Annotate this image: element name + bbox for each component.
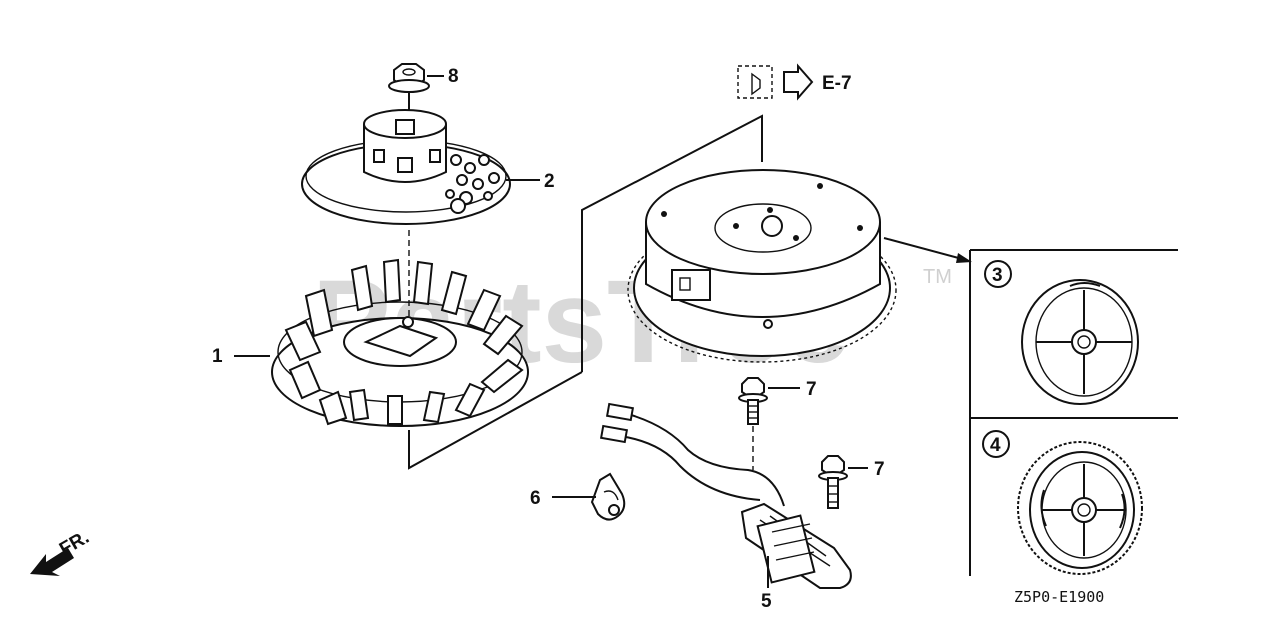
part-7-bolt-upper[interactable]	[738, 377, 768, 425]
part-4-flywheel-option[interactable]	[1017, 441, 1143, 575]
reference-label[interactable]: E-7	[822, 73, 852, 94]
part-1-cooling-fan[interactable]	[271, 258, 529, 427]
front-arrow-icon	[30, 548, 74, 576]
part-6-wire-clip[interactable]	[590, 472, 626, 521]
leader-flywheel-options	[883, 237, 967, 261]
callout-3[interactable]: 3	[992, 265, 1003, 286]
part-8-nut[interactable]	[388, 63, 430, 93]
part-7-bolt-lower[interactable]	[818, 455, 848, 509]
callout-3-circle	[984, 260, 1012, 288]
callout-6[interactable]: 6	[530, 488, 541, 509]
callout-2[interactable]: 2	[544, 171, 555, 192]
callout-4[interactable]: 4	[990, 435, 1001, 456]
callout-5[interactable]: 5	[761, 591, 772, 612]
diagram-code: Z5P0-E1900	[1014, 588, 1104, 606]
reference-box[interactable]	[737, 63, 814, 101]
arrowhead-options	[956, 253, 972, 263]
callout-4-circle	[982, 430, 1010, 458]
callout-7-lower[interactable]: 7	[874, 459, 885, 480]
group-bracket-lower	[408, 371, 583, 470]
group-bracket-upper	[581, 114, 763, 372]
options-panel	[969, 249, 1178, 576]
flywheel[interactable]	[627, 169, 897, 363]
callout-1[interactable]: 1	[212, 346, 223, 367]
trademark-mark: TM	[923, 266, 952, 288]
part-2-starter-pulley[interactable]	[301, 109, 511, 225]
callout-7-upper[interactable]: 7	[806, 379, 817, 400]
callout-8[interactable]: 8	[448, 66, 459, 87]
part-3-flywheel-option[interactable]	[1021, 279, 1139, 405]
part-5-charge-coil[interactable]	[599, 402, 852, 589]
